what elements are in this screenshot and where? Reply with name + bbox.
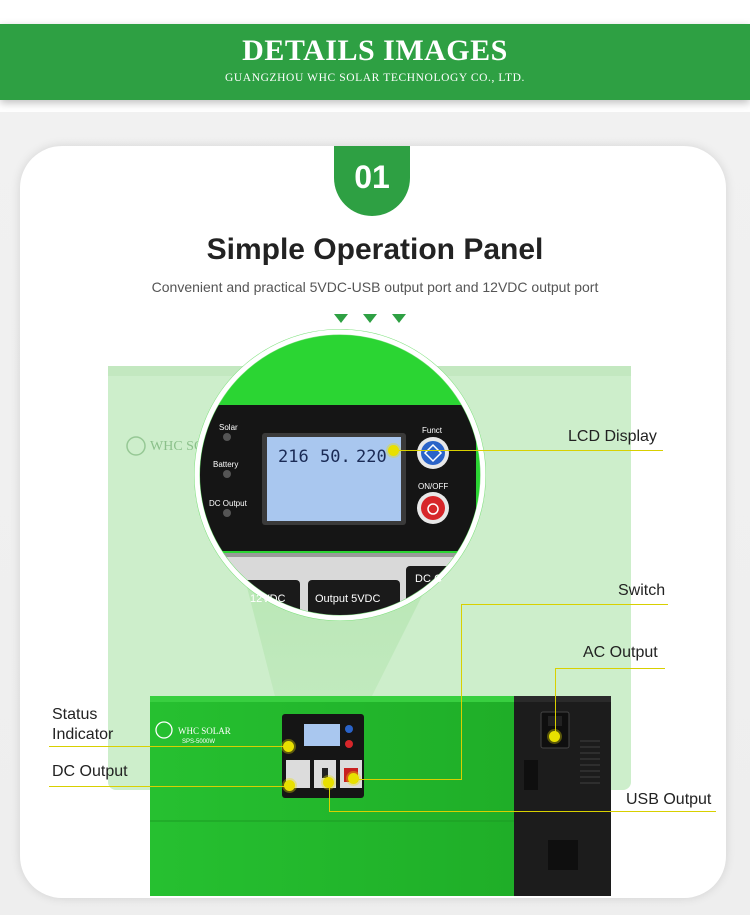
- banner-title: DETAILS IMAGES: [242, 34, 508, 67]
- lcd-reading-3: 220: [356, 447, 387, 467]
- port-label-12vdc: 12VDC: [250, 593, 286, 605]
- unit-model-text: SPS-5000W: [182, 739, 215, 745]
- chevron-down-icon: [392, 314, 406, 323]
- callout-dc-output: DC Output: [52, 763, 128, 780]
- callout-usb-output: USB Output: [626, 791, 712, 808]
- callout-line-switch: [461, 604, 668, 605]
- callout-line-usb-vertical: [329, 784, 330, 812]
- chevron-down-icon: [363, 314, 377, 323]
- unit-brand-text: WHC SOLAR: [178, 726, 231, 736]
- callout-dot-ac: [549, 731, 560, 742]
- callout-ac-output: AC Output: [583, 644, 658, 661]
- callout-line-usb: [329, 811, 716, 812]
- port-label-dc: DC C: [415, 573, 442, 585]
- indicator-label-solar: Solar: [219, 423, 238, 432]
- callout-line-lcd: [393, 450, 663, 451]
- section-number-badge: 01: [334, 146, 410, 216]
- callout-dot-switch: [348, 773, 359, 784]
- callout-line-ac-vertical: [555, 668, 556, 738]
- callout-dot-status: [283, 741, 294, 752]
- callout-dot-lcd: [388, 445, 399, 456]
- callout-line-dc: [49, 786, 289, 787]
- callout-switch: Switch: [618, 582, 666, 599]
- callout-line-status: [49, 746, 289, 747]
- callout-dot-dc: [284, 780, 295, 791]
- faded-logo: [126, 436, 146, 456]
- callout-line-switch-vertical: [461, 604, 462, 779]
- header-banner: DETAILS IMAGES GUANGZHOU WHC SOLAR TECHN…: [0, 24, 750, 100]
- section-title: Simple Operation Panel: [206, 233, 544, 266]
- onoff-label: ON/OFF: [418, 482, 448, 491]
- callout-line-ac: [555, 668, 665, 669]
- down-chevrons: [334, 310, 421, 328]
- lcd-reading-1: 216: [278, 447, 309, 467]
- lcd-reading-2: 50.: [320, 447, 351, 467]
- indicator-label-dc-output: DC Output: [209, 499, 248, 508]
- solar-generator-unit: [150, 696, 611, 896]
- callout-line-switch-horizontal: [353, 779, 462, 780]
- callout-dot-usb: [323, 777, 334, 788]
- callout-lcd-display: LCD Display: [568, 428, 657, 445]
- callout-status-indicator: Status Indicator: [52, 705, 113, 745]
- callout-status-line-2: Indicator: [52, 726, 114, 743]
- indicator-label-battery: Battery: [213, 460, 238, 469]
- chevron-down-icon: [334, 314, 348, 323]
- port-label-5vdc: Output 5VDC: [315, 593, 380, 605]
- callout-status-line-1: Status: [52, 706, 98, 723]
- funct-label: Funct: [422, 426, 443, 435]
- section-subtitle: Convenient and practical 5VDC-USB output…: [151, 279, 599, 295]
- banner-subtitle: GUANGZHOU WHC SOLAR TECHNOLOGY CO., LTD.: [225, 72, 525, 84]
